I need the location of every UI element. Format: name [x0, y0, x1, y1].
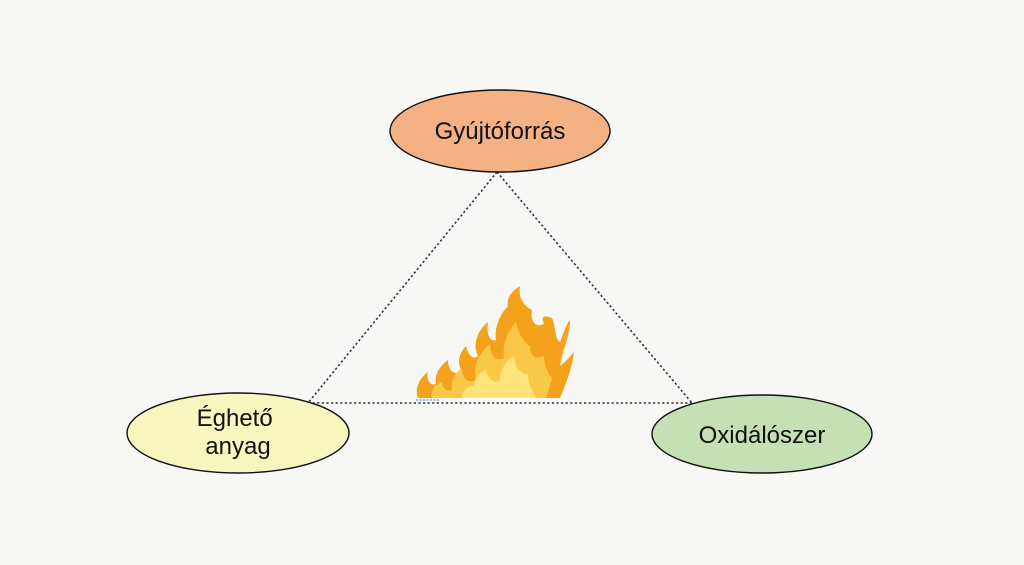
node-combustible-material: Éghető anyag [126, 392, 350, 474]
node-ignition-source: Gyújtóforrás [389, 89, 611, 173]
node-ignition-source-label-line-1: Gyújtóforrás [435, 118, 566, 145]
node-ignition-source-ellipse [389, 89, 611, 173]
flame-inner-shape [462, 356, 536, 398]
edge-top-left [307, 171, 498, 404]
node-oxidizer-ellipse [651, 394, 873, 474]
node-combustible-material-label-line-1: Éghető [197, 405, 273, 432]
flame-icon [416, 286, 574, 401]
triangle-edges [307, 171, 693, 404]
node-oxidizer: Oxidálószer [651, 394, 873, 474]
node-oxidizer-label: Oxidálószer [699, 422, 826, 449]
node-combustible-material-label-line-2: anyag [205, 433, 270, 460]
node-oxidizer-label-line-1: Oxidálószer [699, 422, 826, 449]
node-combustible-material-label: Éghető anyag [197, 405, 280, 460]
node-ignition-source-label: Gyújtóforrás [435, 118, 566, 145]
node-combustible-material-ellipse [126, 392, 350, 474]
